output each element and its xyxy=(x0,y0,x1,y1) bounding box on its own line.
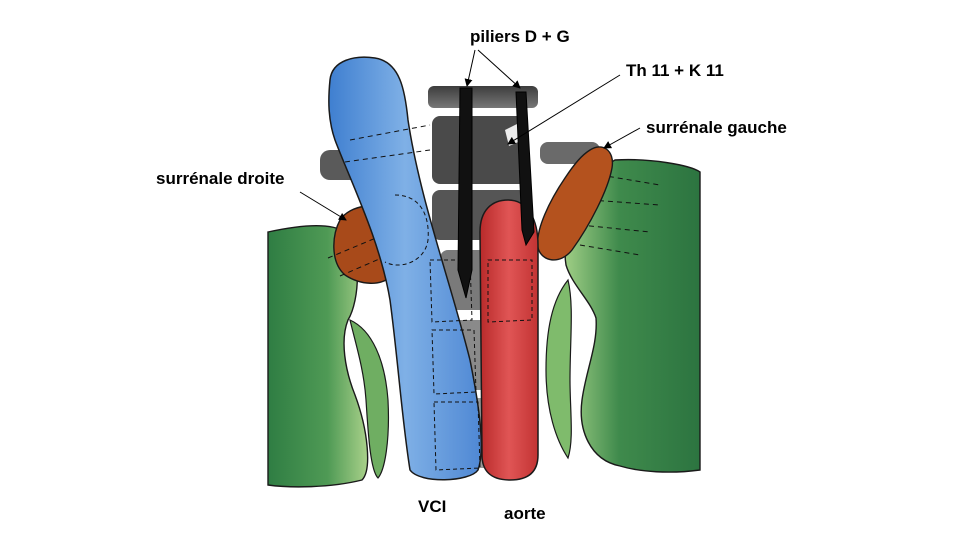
vci xyxy=(328,56,482,481)
left-adrenal xyxy=(536,146,614,261)
label-surrenale-gauche: surrénale gauche xyxy=(646,118,787,137)
label-piliers: piliers D + G xyxy=(470,27,570,46)
label-vci: VCI xyxy=(418,497,447,516)
aorta xyxy=(479,199,539,481)
left-ureter xyxy=(545,278,572,460)
left-kidney xyxy=(545,158,701,473)
vertebra-2 xyxy=(432,116,527,184)
leader-lines xyxy=(299,49,641,221)
label-th-k: Th 11 + K 11 xyxy=(626,61,724,80)
right-kidney xyxy=(267,224,389,488)
vertebra-1 xyxy=(428,86,538,108)
right-ureter xyxy=(349,318,389,479)
diaphragm-pillars xyxy=(457,87,535,299)
label-surrenale-droite: surrénale droite xyxy=(156,169,285,188)
label-aorte: aorte xyxy=(504,504,546,523)
